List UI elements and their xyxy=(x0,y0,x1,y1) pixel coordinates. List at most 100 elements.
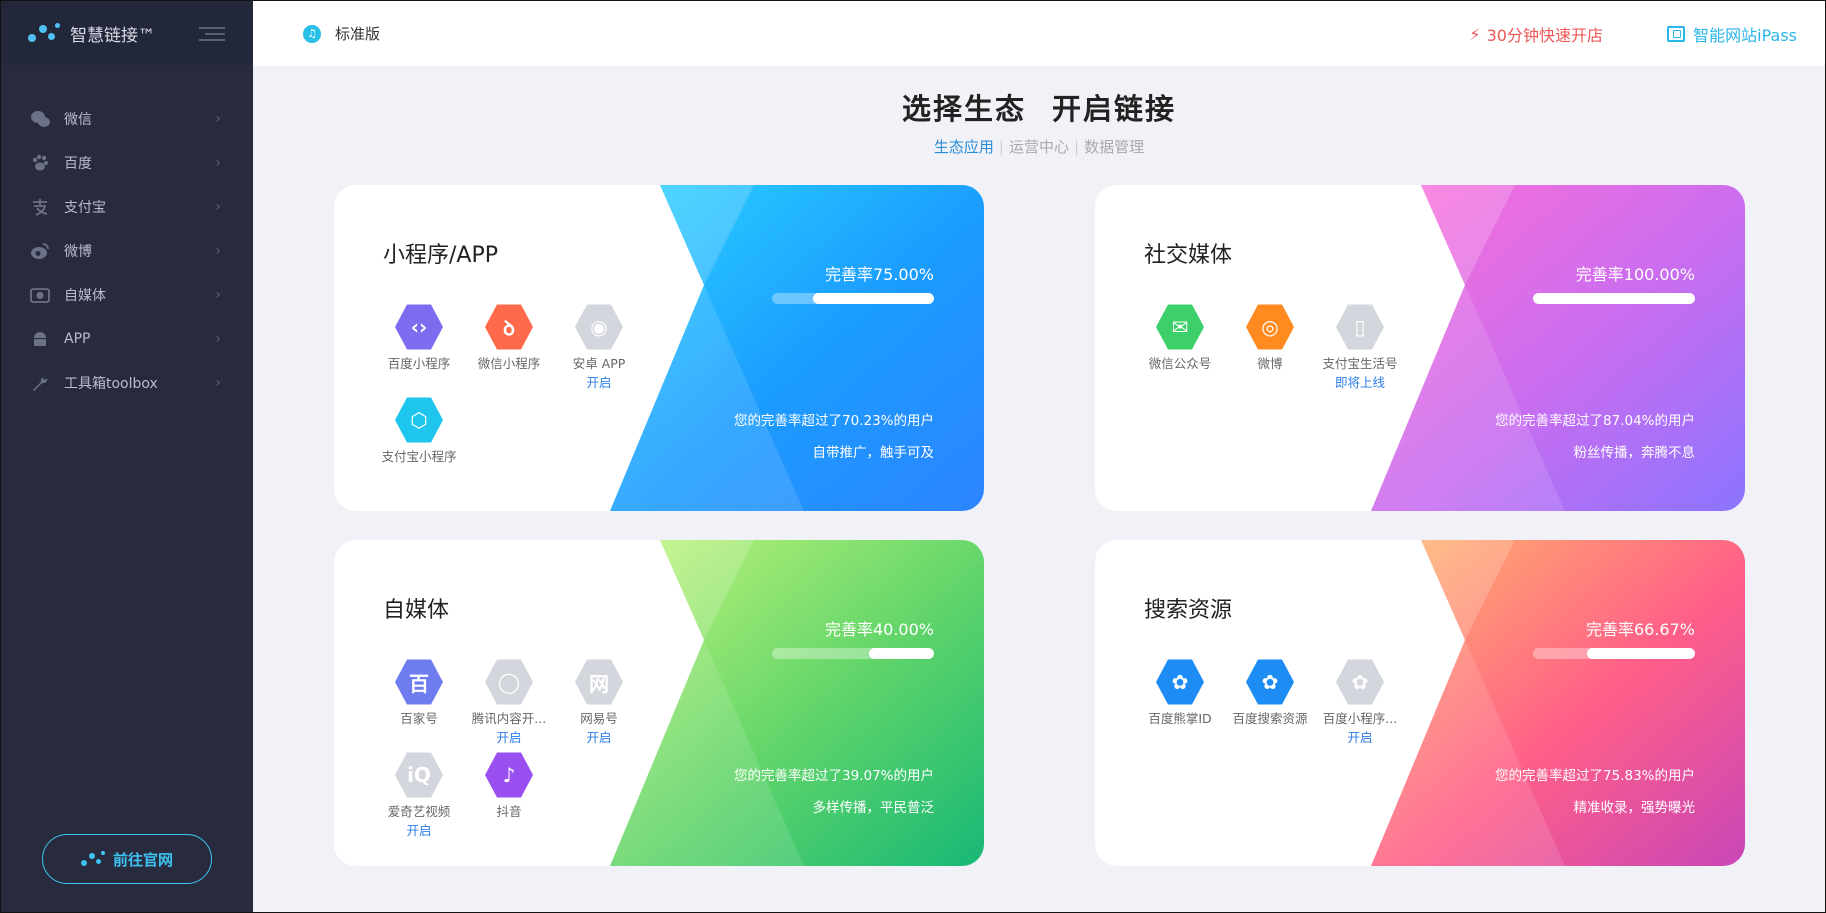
sidebar-item-label: 微博 xyxy=(64,244,92,260)
sidebar-item-toolbox[interactable]: 工具箱toolbox › xyxy=(1,361,253,405)
card-social-media: 社交媒体✉微信公众号◎微博▯支付宝生活号即将上线完善率100.00%您的完善率超… xyxy=(1095,185,1745,511)
app-item[interactable]: ✿百度熊掌ID xyxy=(1135,658,1225,727)
card-gradient-panel xyxy=(610,185,984,511)
tab-operations-center[interactable]: 运营中心 xyxy=(1008,138,1069,156)
app-name: 百家号 xyxy=(400,711,438,726)
app-enable-link[interactable]: 开启 xyxy=(586,375,612,390)
sidebar-item-label: 工具箱toolbox xyxy=(64,376,158,392)
sidebar-item-baidu[interactable]: 百度 › xyxy=(1,141,253,185)
app-item[interactable]: ‹› 百度小程序 xyxy=(374,303,464,372)
app-name: 百度小程序 xyxy=(387,356,451,371)
sidebar: 智慧链接™ 微信 › 百度 › 支付宝 › xyxy=(0,0,253,913)
progress-fill xyxy=(1533,293,1695,304)
chevron-right-icon: › xyxy=(215,331,221,347)
brand-name: 智慧链接™ xyxy=(70,25,155,46)
app-name: 支付宝小程序 xyxy=(381,449,457,464)
app-enable-link[interactable]: 开启 xyxy=(586,730,612,745)
sidebar-item-label: 微信 xyxy=(64,112,92,128)
app-item[interactable]: 百百家号 xyxy=(374,658,464,727)
ipass-link[interactable]: 智能网站iPass xyxy=(1667,22,1797,46)
app-item[interactable]: ◯腾讯内容开...开启 xyxy=(464,658,554,746)
app-enable-link[interactable]: 即将上线 xyxy=(1334,375,1385,390)
tab-separator: | xyxy=(1074,138,1080,156)
completion-progress-bar xyxy=(772,293,934,304)
app-item[interactable]: ✿ 百度搜索资源 xyxy=(1225,658,1315,727)
sidebar-item-wechat[interactable]: 微信 › xyxy=(1,97,253,141)
completion-stat: 您的完善率超过了70.23%的用户 xyxy=(734,413,934,429)
alipay-life-icon: ▯ xyxy=(1336,304,1384,350)
android-icon xyxy=(30,329,50,349)
tencent-icon: ◯ xyxy=(485,659,533,705)
page-title-part: 开启链接 xyxy=(1052,92,1177,126)
sidebar-item-label: 自媒体 xyxy=(64,288,106,304)
app-item[interactable]: ⬡ 支付宝小程序 xyxy=(374,396,464,465)
sidebar-item-weibo[interactable]: 微博 › xyxy=(1,229,253,273)
baijiahao-icon: 百 xyxy=(395,659,443,705)
card-slogan: 精准收录，强势曝光 xyxy=(1573,800,1696,816)
app-enable-link[interactable]: 开启 xyxy=(496,730,522,745)
app-item[interactable]: ✿百度小程序...开启 xyxy=(1315,658,1405,746)
app-name: 微信公众号 xyxy=(1148,356,1212,371)
sidebar-header: 智慧链接™ xyxy=(1,1,253,65)
completion-stat: 您的完善率超过了39.07%的用户 xyxy=(734,768,934,784)
baidu-paw-icon: ✿ xyxy=(1336,659,1384,705)
app-name: 爱奇艺视频 xyxy=(387,804,451,819)
sidebar-item-alipay[interactable]: 支付宝 › xyxy=(1,185,253,229)
card-gradient-panel xyxy=(1371,185,1745,511)
sidebar-item-media[interactable]: 自媒体 › xyxy=(1,273,253,317)
card-slogan: 自带推广，触手可及 xyxy=(812,445,935,461)
app-enable-link[interactable]: 开启 xyxy=(406,823,432,838)
baidu-search-icon: ✿ xyxy=(1246,659,1294,705)
tab-data-management[interactable]: 数据管理 xyxy=(1084,138,1145,156)
app-item[interactable]: ♪抖音 xyxy=(464,751,554,820)
app-name: 百度搜索资源 xyxy=(1232,711,1308,726)
card-gradient-panel xyxy=(1371,540,1745,866)
sidebar-item-app[interactable]: APP › xyxy=(1,317,253,361)
completion-progress-bar xyxy=(1533,648,1695,659)
app-item[interactable]: ▯ 支付宝生活号即将上线 xyxy=(1315,303,1405,391)
app-enable-link[interactable]: 开启 xyxy=(1347,730,1373,745)
app-item[interactable]: ✉微信公众号 xyxy=(1135,303,1225,372)
completion-rate: 完善率66.67% xyxy=(1585,620,1695,639)
card-title: 搜索资源 xyxy=(1144,598,1233,623)
app-name: 抖音 xyxy=(496,804,522,819)
iqiyi-icon: iQ xyxy=(395,752,443,798)
paw-icon xyxy=(30,153,50,173)
completion-rate: 完善率75.00% xyxy=(824,265,934,284)
app-name: 网易号 xyxy=(580,711,618,726)
card-title: 社交媒体 xyxy=(1144,243,1233,268)
brand-logo-icon xyxy=(28,22,60,44)
card-slogan: 粉丝传播，奔腾不息 xyxy=(1573,445,1696,461)
menu-toggle-icon[interactable] xyxy=(199,23,225,43)
media-icon xyxy=(30,285,50,305)
page-title: 选择生态开启链接 xyxy=(253,86,1825,128)
app-name: 微信小程序 xyxy=(477,356,541,371)
top-bar: ♫ 标准版 ⚡ 30分钟快速开店 智能网站iPass xyxy=(253,0,1826,66)
completion-progress-bar xyxy=(772,648,934,659)
baidu-miniprogram-icon: ‹› xyxy=(395,304,443,350)
chevron-right-icon: › xyxy=(215,375,221,391)
card-search-resources: 搜索资源✿百度熊掌ID✿百度搜索资源✿百度小程序...开启完善率66.67%您的… xyxy=(1095,540,1745,866)
visit-official-site-button[interactable]: 前往官网 xyxy=(42,834,212,884)
alipay-miniprogram-icon: ⬡ xyxy=(395,397,443,443)
wechat-icon xyxy=(30,109,50,129)
tab-separator: | xyxy=(998,138,1004,156)
edition-label: 标准版 xyxy=(335,25,381,43)
music-note-icon: ♫ xyxy=(303,24,321,43)
card-slogan: 多样传播，平民普泛 xyxy=(812,800,935,816)
chevron-right-icon: › xyxy=(215,155,221,171)
progress-fill xyxy=(869,648,934,659)
app-name: 支付宝生活号 xyxy=(1322,356,1398,371)
netease-icon: 网 xyxy=(575,659,623,705)
app-item[interactable]: iQ 爱奇艺视频开启 xyxy=(374,751,464,839)
app-item[interactable]: ◎微博 xyxy=(1225,303,1315,372)
tab-ecosystem-apps[interactable]: 生态应用 xyxy=(933,138,994,156)
quick-open-store-link[interactable]: ⚡ 30分钟快速开店 xyxy=(1469,22,1603,46)
card-title: 自媒体 xyxy=(383,598,450,623)
app-item[interactable]: 网网易号开启 xyxy=(554,658,644,746)
